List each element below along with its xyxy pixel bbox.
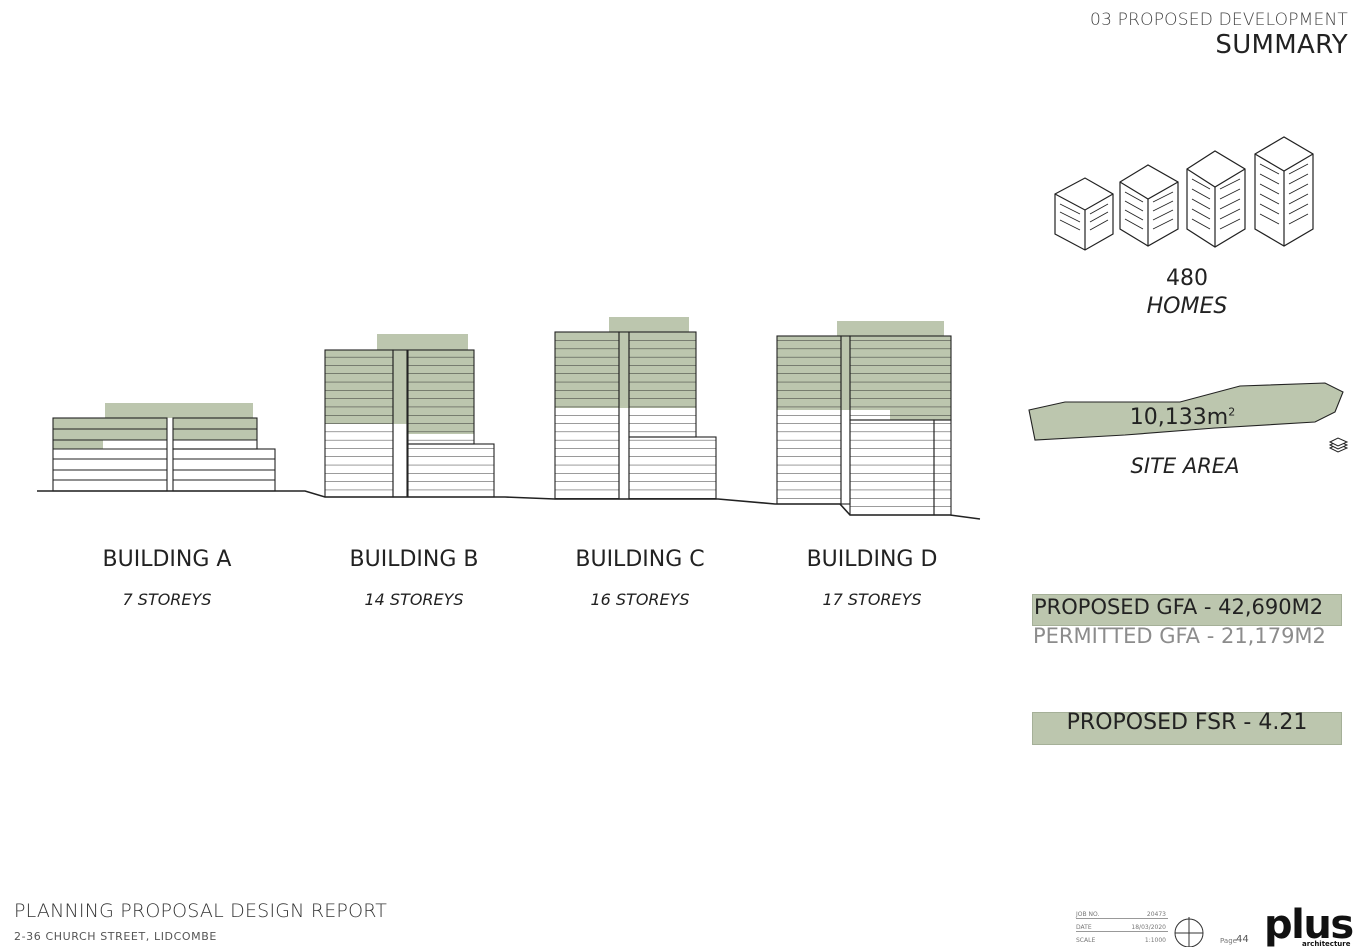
- building-a-elevation: [52, 403, 276, 492]
- page-number: 44: [1236, 934, 1249, 945]
- elevation-drawing: [37, 317, 981, 520]
- site-area-label: SITE AREA: [1130, 454, 1240, 478]
- proposed-fsr: PROPOSED FSR - 4.21: [1066, 710, 1308, 735]
- building-d-label: BUILDING D: [806, 547, 938, 572]
- building-a-label: BUILDING A: [102, 547, 232, 572]
- building-a-storeys: 7 STOREYS: [122, 590, 212, 609]
- job-label: JOB NO.: [1076, 911, 1100, 918]
- job-value: 20473: [1146, 911, 1166, 918]
- proposed-gfa-highlight: [1032, 594, 1342, 626]
- scale-value: 1:1000: [1144, 937, 1166, 944]
- north-compass-icon: [1174, 917, 1204, 947]
- section-label: 03 PROPOSED DEVELOPMENT: [1090, 10, 1348, 30]
- date-value: 18/03/2020: [1131, 924, 1166, 931]
- building-c-label: BUILDING C: [575, 547, 705, 572]
- page-title: SUMMARY: [1215, 30, 1348, 60]
- homes-count: 480: [1166, 266, 1208, 291]
- building-c-elevation: [554, 317, 717, 500]
- building-b-storeys: 14 STOREYS: [364, 590, 464, 609]
- report-title: PLANNING PROPOSAL DESIGN REPORT: [14, 900, 388, 922]
- buildings-icon: [1054, 136, 1314, 251]
- permitted-gfa: PERMITTED GFA - 21,179M2: [1033, 624, 1326, 648]
- proposed-fsr-highlight: [1032, 712, 1342, 745]
- building-b-label: BUILDING B: [349, 547, 479, 572]
- stacked-layers-icon: [1328, 437, 1349, 453]
- plus-logo: plus: [1264, 902, 1354, 948]
- date-label: DATE: [1076, 924, 1092, 931]
- site-area-value: 10,133m2: [1129, 405, 1236, 430]
- site-area-shape: [1028, 382, 1344, 441]
- title-block: JOB NO. 20473 DATE 18/03/2020 SCALE 1:10…: [1076, 910, 1168, 947]
- plus-logo-subtitle: architecture: [1302, 940, 1351, 948]
- report-address: 2-36 CHURCH STREET, LIDCOMBE: [14, 930, 217, 943]
- building-b-elevation: [324, 334, 495, 498]
- building-d-storeys: 17 STOREYS: [822, 590, 922, 609]
- building-c-storeys: 16 STOREYS: [590, 590, 690, 609]
- homes-label: HOMES: [1146, 294, 1228, 319]
- building-d-elevation: [776, 321, 952, 516]
- page-label: Page: [1220, 937, 1237, 945]
- proposed-gfa: PROPOSED GFA - 42,690M2: [1034, 595, 1324, 619]
- scale-label: SCALE: [1076, 937, 1096, 944]
